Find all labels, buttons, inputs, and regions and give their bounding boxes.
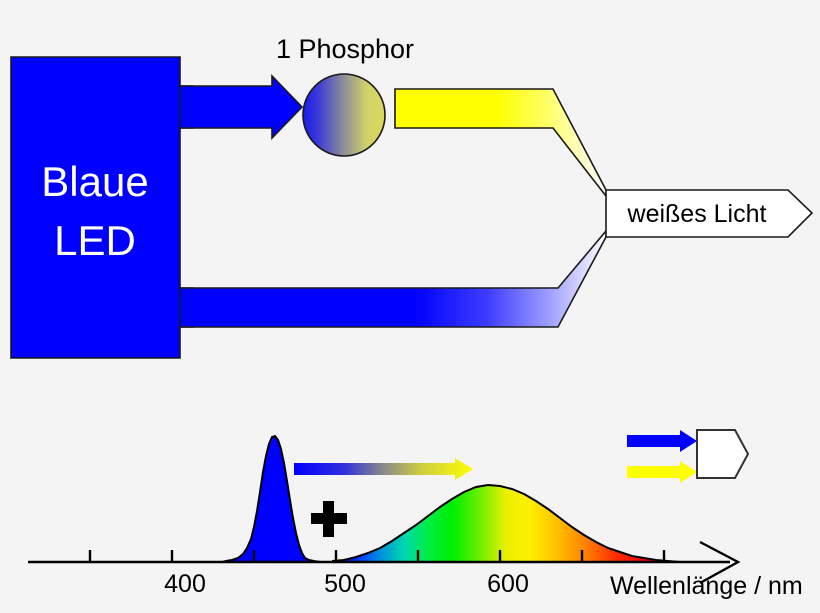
white-light-label: weißes Licht xyxy=(627,200,767,228)
white-light-tag: weißes Licht xyxy=(605,189,814,238)
blue-beam xyxy=(179,228,607,328)
phosphor-label: 1 Phosphor xyxy=(276,34,414,64)
x-axis-ticks xyxy=(88,550,666,562)
x-axis-tick-labels: 400 500 600 xyxy=(164,570,529,598)
yellow-beam xyxy=(394,88,607,199)
blue-led-label-line2: LED xyxy=(54,217,136,264)
phosphor-emission-band xyxy=(331,483,735,563)
phosphor-particle xyxy=(302,73,386,157)
legend-item-yellow-arrow xyxy=(627,461,697,483)
x-axis-title: Wellenlänge / nm xyxy=(610,572,803,600)
x-axis xyxy=(28,540,741,585)
plus-sign xyxy=(311,501,347,537)
pump-arrow-blue xyxy=(179,74,304,140)
blue-led-emission-peak xyxy=(221,434,321,563)
x-tick-label-600: 600 xyxy=(487,570,529,598)
blue-led-label-line1: Blaue xyxy=(41,158,148,205)
legend xyxy=(627,429,750,483)
blue-led-block: Blaue LED xyxy=(10,56,194,359)
x-tick-label-400: 400 xyxy=(164,570,206,598)
x-tick-label-500: 500 xyxy=(324,570,366,598)
legend-item-white-light-tag xyxy=(696,429,750,479)
mixing-arrow xyxy=(294,458,473,480)
legend-item-blue-arrow xyxy=(627,430,697,452)
